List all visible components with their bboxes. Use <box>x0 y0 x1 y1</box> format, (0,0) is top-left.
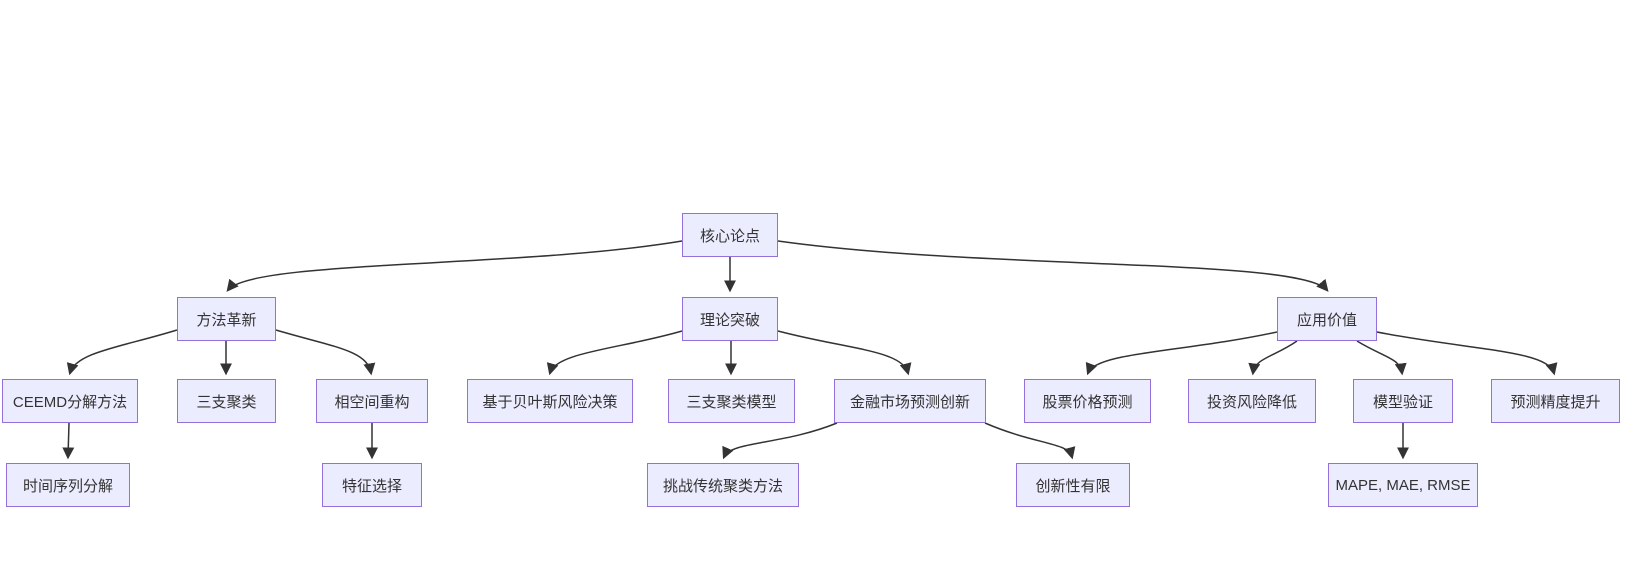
edge-ceemd-to-tsdecomp <box>62 422 75 460</box>
node-prediction-accuracy-improvement: 预测精度提升 <box>1491 379 1620 423</box>
node-challenge-traditional-clustering: 挑战传统聚类方法 <box>647 463 799 507</box>
node-theory-breakthrough: 理论突破 <box>682 297 778 341</box>
node-ceemd-decomposition: CEEMD分解方法 <box>2 379 138 423</box>
node-core-argument: 核心论点 <box>682 213 778 257</box>
node-stock-price-prediction: 股票价格预测 <box>1024 379 1151 423</box>
node-phase-space-reconstruction: 相空间重构 <box>316 379 428 423</box>
node-application-value: 应用价值 <box>1277 297 1377 341</box>
node-financial-market-prediction-innovation: 金融市场预测创新 <box>834 379 986 423</box>
node-mape-mae-rmse: MAPE, MAE, RMSE <box>1328 463 1478 507</box>
node-time-series-decomposition: 时间序列分解 <box>6 463 130 507</box>
edge-theory-to-bayes <box>546 330 683 376</box>
edge-method-to-phase <box>275 329 376 376</box>
edge-finance-to-limited <box>984 422 1076 460</box>
node-model-validation: 模型验证 <box>1353 379 1453 423</box>
edge-core-to-value <box>777 240 1329 292</box>
edge-core-to-method <box>226 240 683 292</box>
node-three-way-clustering: 三支聚类 <box>177 379 276 423</box>
edge-value-to-validate <box>1356 340 1407 376</box>
edge-value-to-stock <box>1085 331 1278 376</box>
node-three-way-clustering-model: 三支聚类模型 <box>668 379 795 423</box>
node-feature-selection: 特征选择 <box>322 463 422 507</box>
edge-finance-to-challenge <box>722 422 838 460</box>
node-bayesian-risk-decision: 基于贝叶斯风险决策 <box>467 379 633 423</box>
edge-theory-to-finance <box>777 330 912 376</box>
node-investment-risk-reduction: 投资风险降低 <box>1188 379 1316 423</box>
edge-method-to-ceemd <box>66 329 178 376</box>
edge-value-to-accuracy <box>1376 331 1558 376</box>
node-limited-innovation: 创新性有限 <box>1016 463 1130 507</box>
edge-value-to-risk <box>1248 340 1298 376</box>
node-method-innovation: 方法革新 <box>177 297 276 341</box>
